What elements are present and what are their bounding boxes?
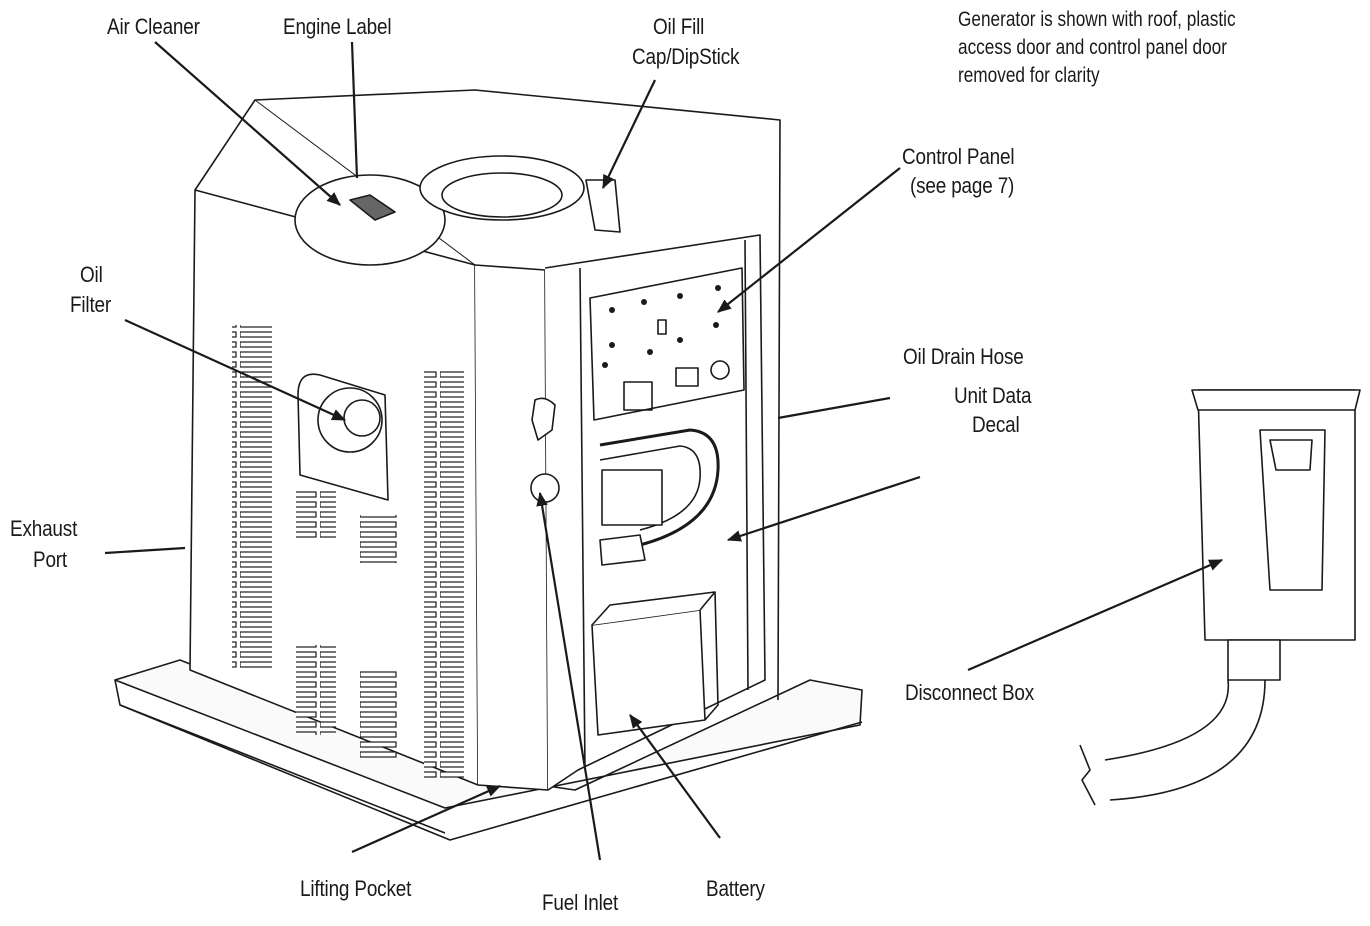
leader-unit-data xyxy=(726,475,921,542)
label-oil-filter-line1: Oil xyxy=(80,262,103,287)
corner-post xyxy=(474,264,549,791)
label-control-panel-line1: Control Panel xyxy=(902,144,1015,169)
leader-oil-fill xyxy=(602,79,656,190)
label-unit-data-line2: Decal xyxy=(972,412,1020,437)
label-oil-fill-line1: Oil Fill xyxy=(653,14,705,39)
label-fuel-inlet: Fuel Inlet xyxy=(542,890,619,915)
louvers-right xyxy=(424,368,464,778)
label-battery: Battery xyxy=(706,876,765,901)
clarity-note: Generator is shown with roof, plastic ac… xyxy=(958,6,1368,90)
leader-exhaust xyxy=(104,546,186,555)
leader-fuel-inlet xyxy=(536,491,602,861)
leader-disconnect xyxy=(967,558,1224,672)
louvers-left xyxy=(232,325,272,670)
leader-oil-filter xyxy=(124,318,347,422)
label-disconnect-box: Disconnect Box xyxy=(905,680,1035,705)
label-oil-drain-hose: Oil Drain Hose xyxy=(903,344,1024,369)
label-exhaust-line2: Port xyxy=(33,547,68,572)
leader-battery xyxy=(629,714,721,839)
label-exhaust-line1: Exhaust xyxy=(10,516,78,541)
label-oil-filter-line2: Filter xyxy=(70,292,112,317)
battery xyxy=(591,609,706,736)
label-air-cleaner: Air Cleaner xyxy=(107,14,200,39)
leader-control-panel xyxy=(717,167,901,313)
label-control-panel-line2: (see page 7) xyxy=(910,173,1015,198)
leader-engine-label xyxy=(350,41,359,179)
disconnect-box xyxy=(1197,389,1356,641)
leader-lifting-pocket xyxy=(351,784,502,854)
note-line-2: access door and control panel door xyxy=(958,36,1227,59)
oil-drain-hose xyxy=(599,428,720,547)
note-line-1: Generator is shown with roof, plastic xyxy=(958,8,1236,31)
note-line-3: removed for clarity xyxy=(958,64,1100,87)
leader-air-cleaner xyxy=(154,41,341,206)
label-oil-fill-line2: Cap/DipStick xyxy=(632,44,740,69)
leader-oil-drain xyxy=(777,396,891,420)
oil-filter xyxy=(317,387,383,453)
label-unit-data-line1: Unit Data xyxy=(954,383,1032,408)
label-engine-label: Engine Label xyxy=(283,14,392,39)
fuel-inlet xyxy=(530,473,560,503)
oil-fill-ring xyxy=(419,155,585,221)
label-lifting-pocket: Lifting Pocket xyxy=(300,876,412,901)
